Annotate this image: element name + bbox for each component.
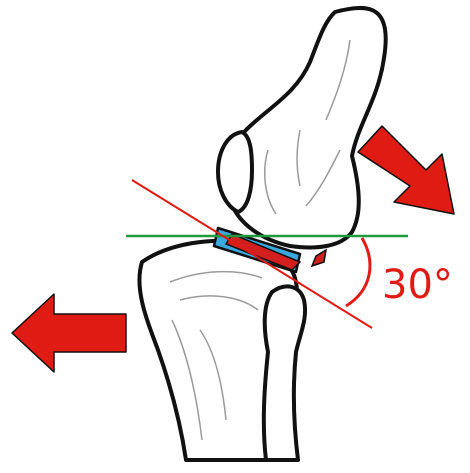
- femur: [218, 8, 386, 248]
- arrow-left-icon: [12, 294, 126, 372]
- ligament-posterior: [312, 250, 326, 266]
- arrow-down-right-icon: [358, 126, 454, 214]
- femur-outline: [226, 8, 386, 248]
- angle-arc: [346, 238, 370, 306]
- patella: [218, 132, 252, 212]
- fibula: [264, 286, 305, 460]
- angle-label: 30°: [382, 262, 453, 308]
- tibia: [139, 241, 305, 460]
